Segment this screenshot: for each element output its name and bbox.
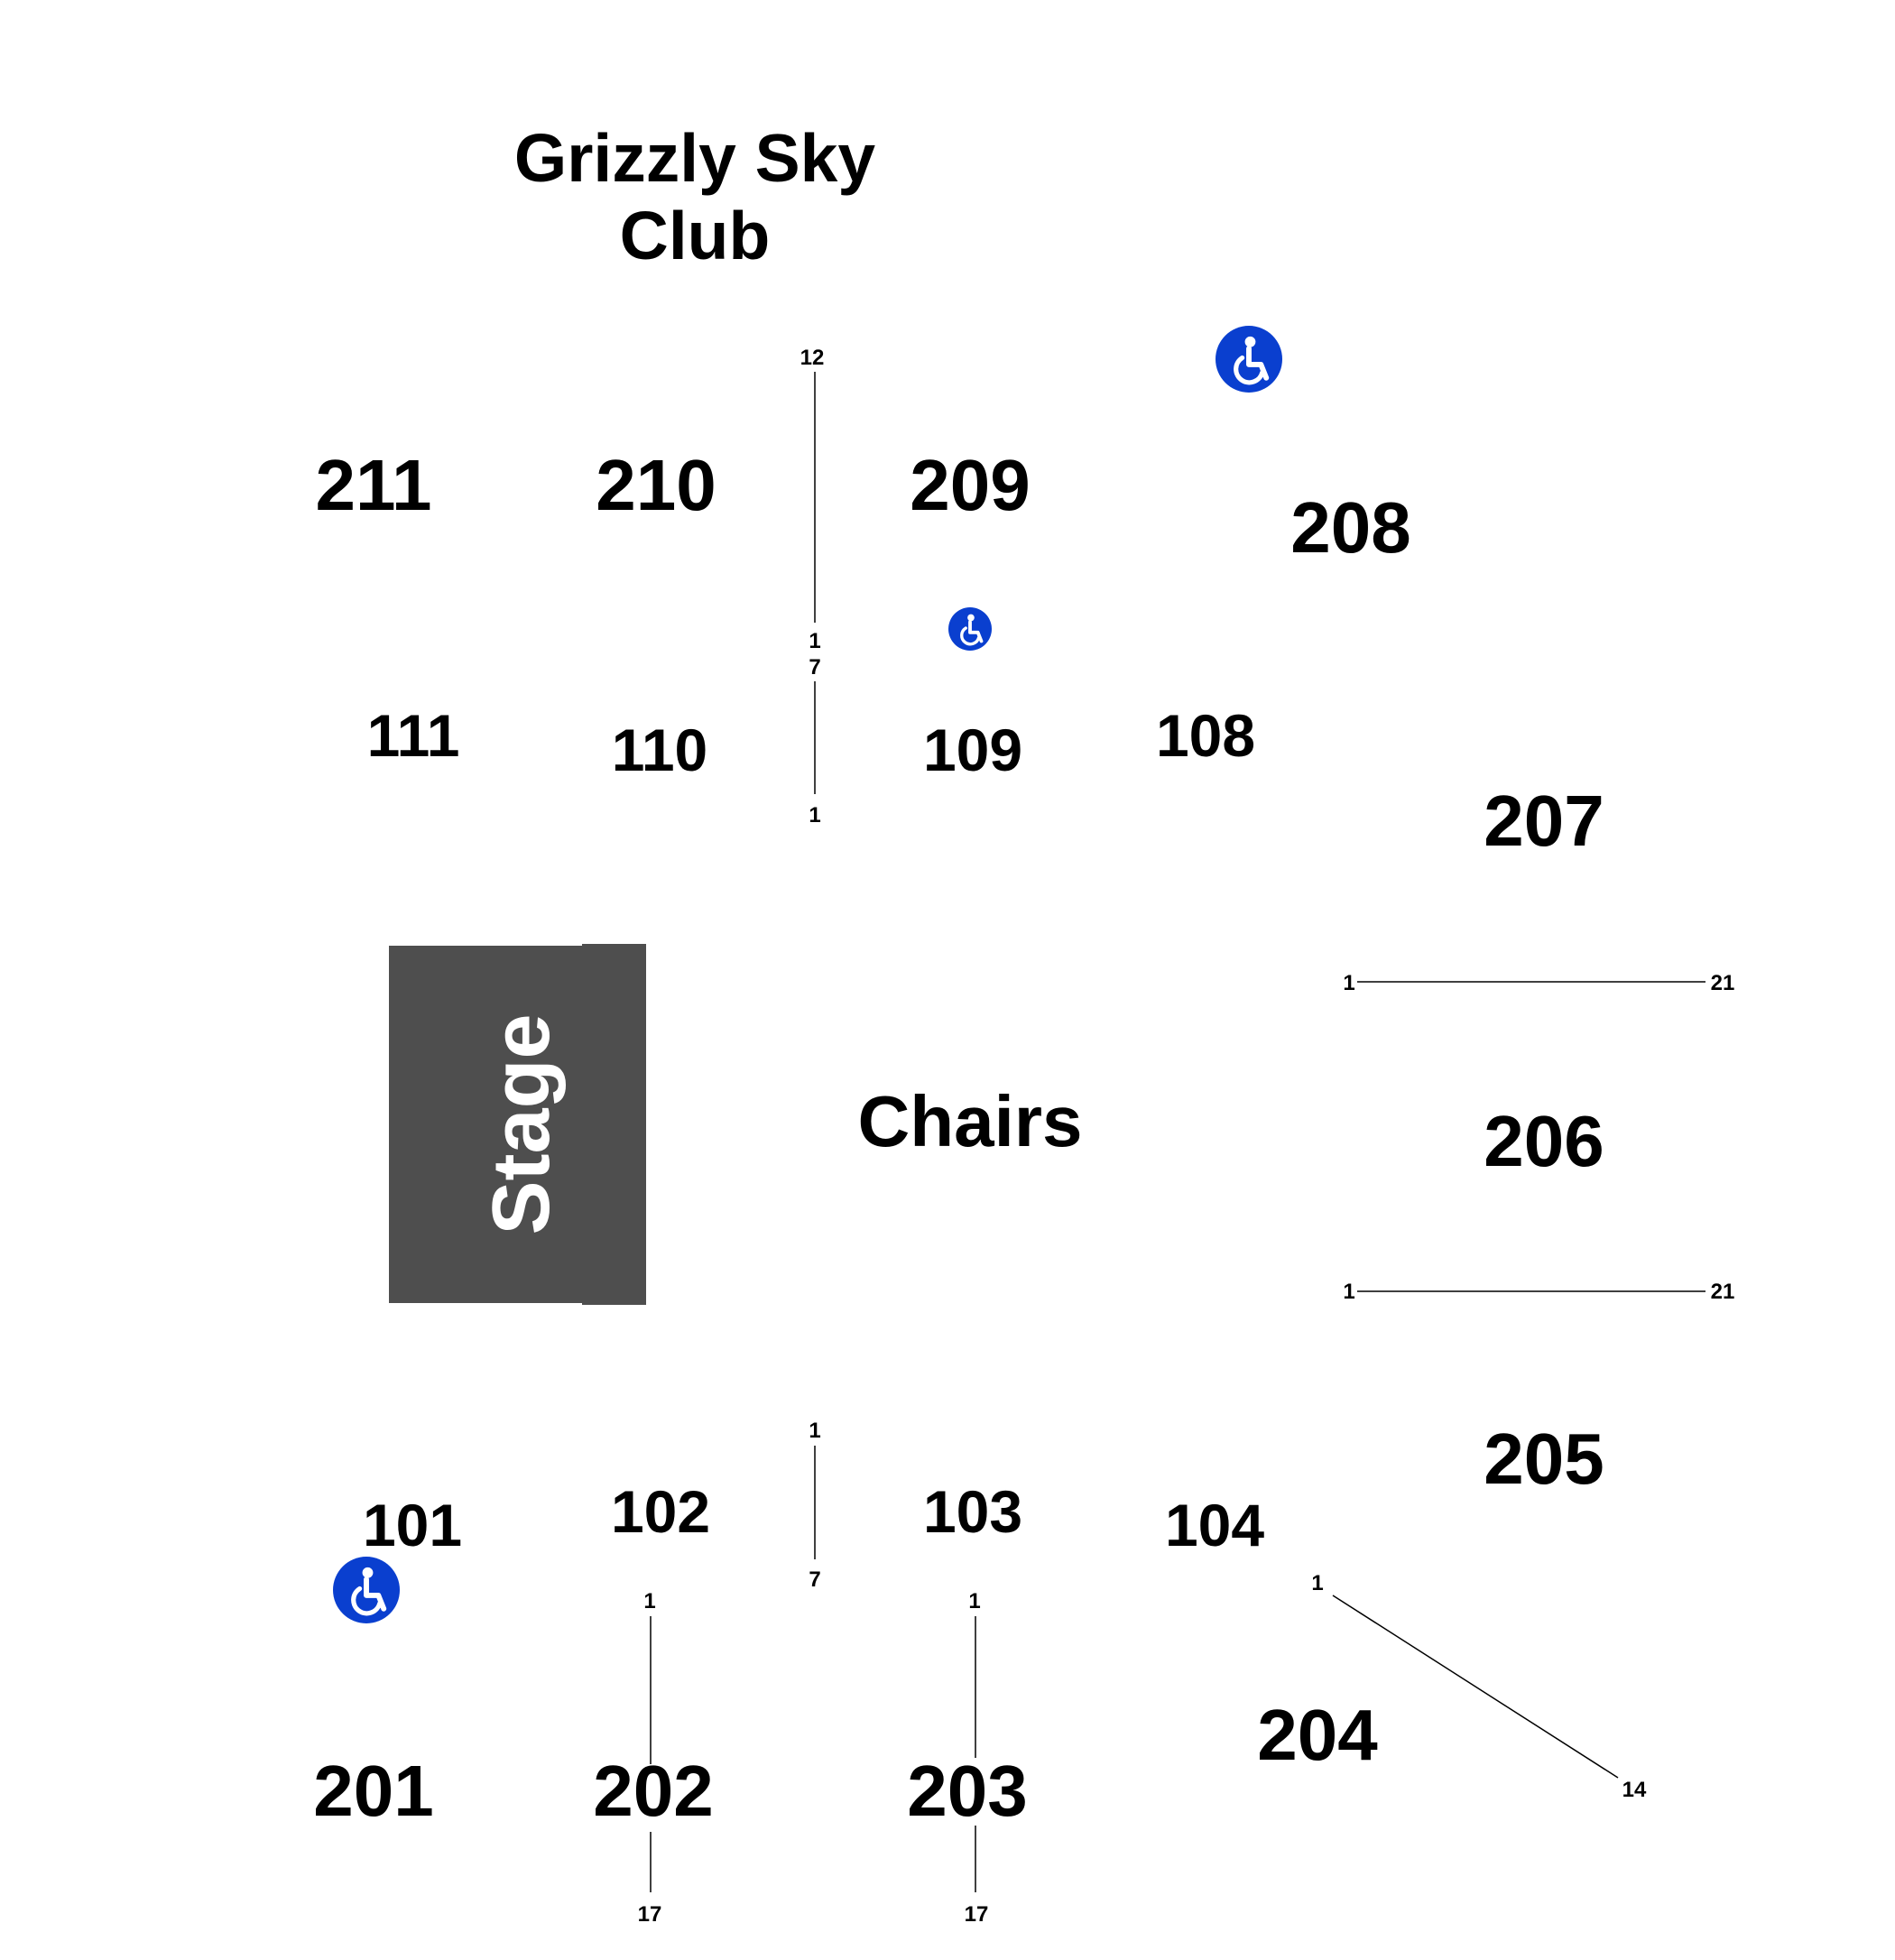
floor-chairs-label: Chairs bbox=[857, 1081, 1083, 1161]
section-207[interactable]: 207 bbox=[1484, 781, 1604, 861]
row-marker: 7 bbox=[809, 655, 821, 680]
row-marker: 1 bbox=[809, 803, 821, 827]
row-marker: 1 bbox=[1343, 1280, 1355, 1304]
section-210[interactable]: 210 bbox=[596, 445, 716, 525]
section-108[interactable]: 108 bbox=[1155, 702, 1256, 769]
venue-title-line2: Club bbox=[619, 198, 771, 273]
row-marker: 1 bbox=[809, 629, 821, 653]
row-marker: 17 bbox=[637, 1902, 662, 1927]
section-208[interactable]: 208 bbox=[1290, 487, 1411, 568]
row-marker: 17 bbox=[964, 1902, 989, 1927]
row-marker: 14 bbox=[1622, 1778, 1647, 1802]
row-marker: 1 bbox=[1311, 1571, 1324, 1595]
s204-row-line bbox=[1332, 1595, 1619, 1779]
section-206[interactable]: 206 bbox=[1484, 1101, 1604, 1181]
wheelchair-icon bbox=[1216, 326, 1282, 393]
section-111[interactable]: 111 bbox=[366, 702, 460, 769]
section-102[interactable]: 102 bbox=[610, 1478, 711, 1545]
row-marker: 1 bbox=[1343, 971, 1355, 995]
section-209[interactable]: 209 bbox=[910, 445, 1031, 525]
row-marker: 1 bbox=[968, 1589, 981, 1613]
section-205[interactable]: 205 bbox=[1484, 1419, 1604, 1499]
wheelchair-icon bbox=[333, 1557, 400, 1623]
section-110[interactable]: 110 bbox=[611, 717, 708, 783]
section-103[interactable]: 103 bbox=[922, 1478, 1023, 1545]
section-101[interactable]: 101 bbox=[362, 1492, 463, 1558]
row-marker: 7 bbox=[809, 1567, 821, 1592]
venue-title: Grizzly Sky Club bbox=[514, 119, 875, 274]
row-marker: 21 bbox=[1710, 1280, 1735, 1304]
venue-title-line1: Grizzly Sky bbox=[513, 120, 876, 196]
section-202[interactable]: 202 bbox=[593, 1751, 714, 1831]
row-marker: 12 bbox=[800, 346, 825, 370]
section-204[interactable]: 204 bbox=[1257, 1695, 1378, 1775]
section-203[interactable]: 203 bbox=[907, 1751, 1028, 1831]
row-marker: 1 bbox=[809, 1419, 821, 1443]
row-marker: 21 bbox=[1710, 971, 1735, 995]
row-marker: 1 bbox=[643, 1589, 656, 1613]
section-109[interactable]: 109 bbox=[922, 717, 1023, 783]
section-211[interactable]: 211 bbox=[315, 445, 432, 525]
stage-label: Stage bbox=[476, 1013, 567, 1235]
section-104[interactable]: 104 bbox=[1164, 1492, 1265, 1558]
wheelchair-icon bbox=[948, 607, 992, 651]
stage-extension bbox=[582, 944, 646, 1305]
section-201[interactable]: 201 bbox=[313, 1751, 434, 1831]
